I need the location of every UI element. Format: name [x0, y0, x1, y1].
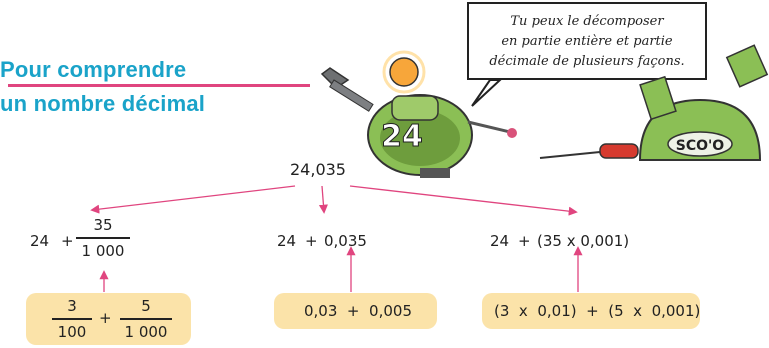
third-whole: 24: [490, 232, 510, 250]
first-denominator: 1 000: [81, 241, 125, 260]
box3-expr: (3 x 0,01) + (5 x 0,001): [494, 302, 701, 320]
screwdriver-icon: [539, 143, 639, 159]
first-fraction-bar: [76, 237, 130, 239]
third-plus: +: [518, 232, 531, 250]
decimal-number: 24,035: [290, 160, 346, 179]
second-decimal: 0,035: [324, 232, 367, 250]
heading-line-1: Pour comprendre: [0, 57, 187, 82]
heading-line-2: un nombre décimal: [0, 91, 206, 116]
wrench-icon: [320, 67, 374, 112]
box1-denominator-1: 100: [57, 322, 87, 341]
first-plus: +: [61, 232, 74, 250]
box1-numerator-1: 3: [67, 297, 77, 315]
box2-expr: 0,03 + 0,005: [304, 302, 412, 320]
speech-line-3: décimale de plusieurs façons.: [489, 54, 685, 69]
speech-line-2: en partie entière et partie: [501, 34, 673, 49]
box1-plus: +: [99, 309, 112, 327]
bubble-tail: [471, 79, 503, 107]
robot-left-label: 24: [381, 119, 423, 154]
first-numerator: 35: [93, 216, 113, 234]
box1-denominator-2: 1 000: [124, 322, 168, 341]
arrow-to-second: [318, 185, 328, 214]
speech-line-1: Tu peux le décomposer: [510, 14, 664, 29]
robot-right-label: SCO'O: [676, 138, 725, 154]
robot-right: SCO'O: [638, 44, 769, 161]
heading-underline: [8, 84, 310, 87]
box-third: (3 x 0,01) + (5 x 0,001): [482, 293, 700, 329]
speech-bubble: Tu peux le décomposer en partie entière …: [467, 2, 707, 80]
speech-bubble-text: Tu peux le décomposer en partie entière …: [469, 12, 705, 72]
first-fraction: 35 1 000: [76, 216, 130, 260]
third-expr: (35 x 0,001): [537, 232, 630, 250]
robots-illustration: 24 SCO'O: [320, 44, 769, 178]
arrow-to-third: [349, 185, 578, 216]
box-first: 3 100 + 5 1 000: [26, 293, 191, 345]
box1-fraction-1: 3 100: [52, 297, 92, 341]
robot-left: 24: [367, 50, 517, 178]
first-whole: 24: [30, 232, 50, 250]
second-whole: 24: [277, 232, 297, 250]
arrow-to-first: [90, 185, 296, 214]
box1-fraction-2: 5 1 000: [120, 297, 172, 341]
box1-bar-1: [52, 318, 92, 320]
second-plus: +: [305, 232, 318, 250]
box1-numerator-2: 5: [141, 297, 151, 315]
box-second: 0,03 + 0,005: [274, 293, 437, 329]
box1-bar-2: [120, 318, 172, 320]
